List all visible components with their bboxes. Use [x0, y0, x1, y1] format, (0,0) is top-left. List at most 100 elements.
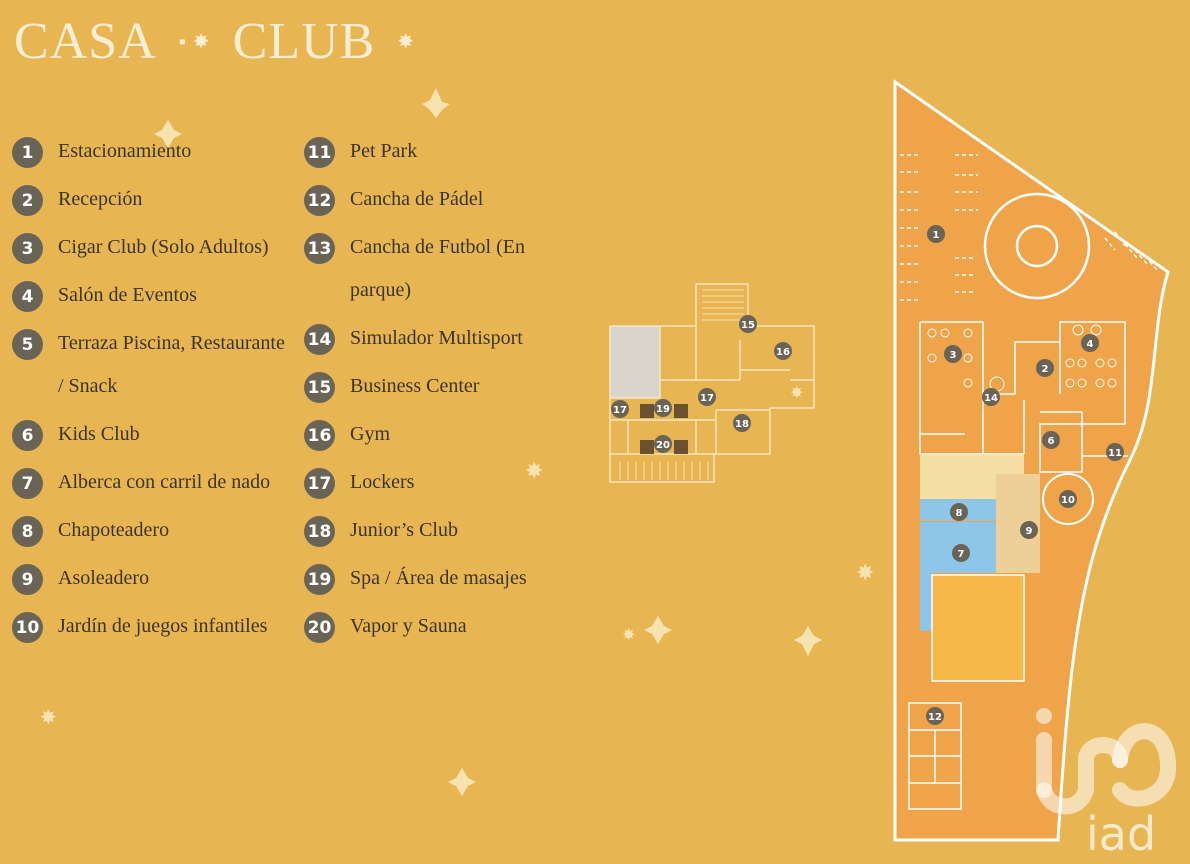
legend-number-badge: 7: [12, 468, 43, 499]
map-pin-20: 20: [654, 435, 672, 453]
svg-text:15: 15: [741, 320, 755, 331]
soccer-field: [931, 574, 1025, 682]
svg-text:17: 17: [700, 393, 714, 404]
legend-number-badge: 8: [12, 516, 43, 547]
legend-label: Asoleadero: [58, 567, 150, 589]
title-casa: CASA: [14, 13, 157, 70]
floor-gray-room: [609, 325, 661, 399]
map-pin-3: 3: [944, 345, 962, 363]
map-pin-19: 19: [654, 399, 672, 417]
svg-text:16: 16: [776, 347, 790, 358]
sparkle-icon: ✸: [525, 459, 543, 484]
map-pin-2: 2: [1036, 359, 1054, 377]
map-pin-12: 12: [926, 707, 944, 725]
roundabout-center: [1015, 224, 1059, 268]
legend-label: Vapor y Sauna: [350, 615, 467, 637]
legend-number-badge: 5: [12, 329, 43, 360]
map-pin-17: 17: [611, 400, 629, 418]
legend-item: 12 Cancha de Pádel: [304, 184, 544, 221]
sparkle-icon: ✸: [622, 625, 635, 644]
legend-item: 15 Business Center: [304, 371, 544, 408]
legend-label: Cancha de Futbol (En parque): [350, 236, 525, 301]
legend-number-badge: 14: [304, 324, 335, 355]
map-pin-7: 7: [952, 544, 970, 562]
map-pin-18: 18: [733, 414, 751, 432]
map-pin-6: 6: [1042, 431, 1060, 449]
legend-item: 3 Cigar Club (Solo Adultos): [12, 232, 292, 269]
legend-number-badge: 12: [304, 185, 335, 216]
map-pin-11: 11: [1106, 443, 1124, 461]
legend-label: Estacionamiento: [58, 140, 192, 162]
star-ornament-icon: ▪ ✸: [178, 31, 211, 53]
spa-bed: [640, 404, 654, 418]
legend-item: 9 Asoleadero: [12, 563, 292, 600]
playground-ring: [1042, 473, 1094, 525]
legend-item: 2 Recepción: [12, 184, 292, 221]
legend-label: Kids Club: [58, 423, 140, 445]
legend-number-badge: 4: [12, 281, 43, 312]
svg-text:12: 12: [928, 712, 942, 723]
legend-item: 1 Estacionamiento: [12, 136, 292, 173]
legend-label: Business Center: [350, 375, 480, 397]
sparkle-icon: ✸: [790, 383, 803, 402]
legend-number-badge: 11: [304, 137, 335, 168]
legend-number-badge: 9: [12, 564, 43, 595]
iad-logo: [1036, 723, 1176, 815]
svg-text:19: 19: [656, 404, 670, 415]
map-pin-16: 16: [774, 342, 792, 360]
legend-number-badge: 17: [304, 468, 335, 499]
sauna-bench: [674, 440, 688, 454]
lap-pool-lane: [920, 573, 932, 631]
sparkle-icon: [644, 616, 672, 644]
legend-item: 5 Terraza Piscina, Restaurante / Snack: [12, 328, 292, 408]
map-pin-4: 4: [1081, 334, 1099, 352]
map-pin-14: 14: [982, 388, 1000, 406]
map-pin-1: 1: [927, 225, 945, 243]
sparkle-icon: [154, 120, 182, 148]
legend-label: Terraza Piscina, Restaurante / Snack: [58, 332, 285, 397]
decorative-stars: ✸ ✸ ✸ ✸ ✸: [40, 88, 874, 796]
svg-text:11: 11: [1108, 448, 1122, 459]
map-pin-10: 10: [1059, 490, 1077, 508]
legend-label: Jardín de juegos infantiles: [58, 615, 268, 637]
legend-label: Simulador Multisport: [350, 327, 523, 349]
legend-number-badge: 18: [304, 516, 335, 547]
legend-number-badge: 15: [304, 372, 335, 403]
legend-number-badge: 1: [12, 137, 43, 168]
svg-text:14: 14: [984, 393, 998, 404]
legend-number-badge: 2: [12, 185, 43, 216]
legend-label: Salón de Eventos: [58, 284, 197, 306]
roundabout: [983, 192, 1091, 300]
svg-text:3: 3: [950, 350, 957, 361]
sparkle-icon: [422, 88, 450, 118]
map-pin-17b: 17: [698, 388, 716, 406]
legend-number-badge: 16: [304, 420, 335, 451]
legend-label: Cancha de Pádel: [350, 188, 484, 210]
sparkle-icon: ✸: [40, 705, 57, 729]
padel-court: [908, 702, 962, 810]
svg-text:20: 20: [656, 440, 670, 451]
legend-item: 14 Simulador Multisport: [304, 323, 544, 360]
legend-number-badge: 3: [12, 233, 43, 264]
svg-text:6: 6: [1048, 436, 1055, 447]
sparkle-icon: ✸: [856, 561, 874, 586]
svg-text:2: 2: [1042, 364, 1049, 375]
svg-text:8: 8: [956, 508, 963, 519]
legend-label: Cigar Club (Solo Adultos): [58, 236, 269, 258]
page-title: CASA ▪ ✸ CLUB ✸: [14, 12, 415, 71]
map-pin-8: 8: [950, 503, 968, 521]
legend-label: Recepción: [58, 188, 143, 210]
legend-number-badge: 13: [304, 233, 335, 264]
legend-label: Alberca con carril de nado: [58, 471, 271, 493]
iad-brand-text: iad: [1086, 807, 1156, 861]
parking-stalls: [900, 154, 1158, 301]
